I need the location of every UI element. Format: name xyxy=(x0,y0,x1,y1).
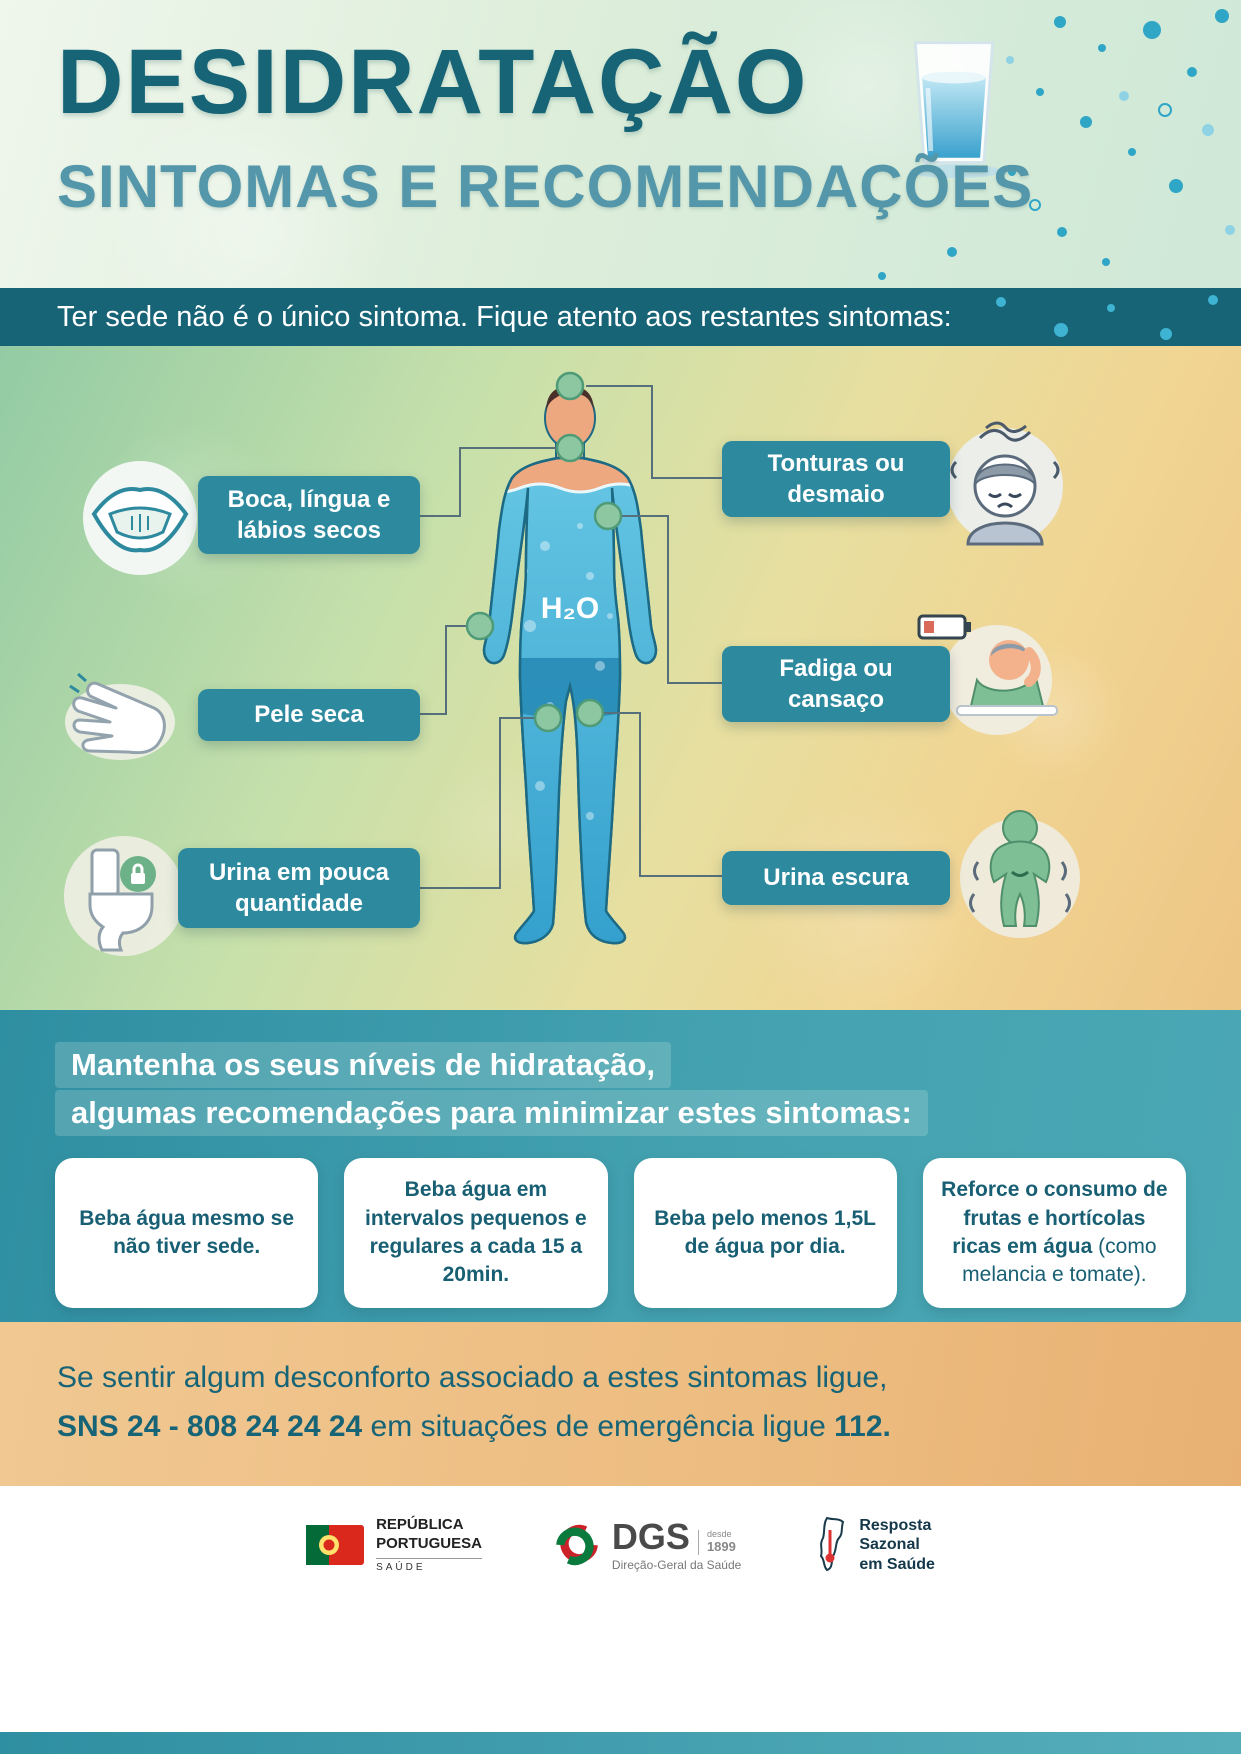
symptom-pill-fatigue: Fadiga ou cansaço xyxy=(722,646,950,722)
header: DESIDRATAÇÃO SINTOMAS E RECOMENDAÇÕES xyxy=(0,0,1241,288)
resposta-line2: Sazonal xyxy=(859,1536,920,1554)
sns24-phone-number: SNS 24 - 808 24 24 24 xyxy=(57,1409,363,1443)
dgs-since-label: desde xyxy=(706,1529,732,1540)
h2o-label: H₂O xyxy=(541,592,599,625)
symptom-pill-dry-skin: Pele seca xyxy=(198,689,420,741)
emergency-section: Se sentir algum desconforto associado a … xyxy=(0,1322,1241,1486)
card-text-normal: (como melancia e tomate). xyxy=(962,1235,1157,1287)
symptom-label: Tonturas ou desmaio xyxy=(767,449,905,508)
footer: REPÚBLICA PORTUGUESA SAÚDE DGS desde xyxy=(0,1486,1241,1732)
symptom-label: Boca, língua e lábios secos xyxy=(227,485,391,544)
symptom-label: Urina escura xyxy=(763,864,909,892)
emergency-line1: Se sentir algum desconforto associado a … xyxy=(57,1354,1184,1403)
recommendation-card: Beba água mesmo se não tiver sede. xyxy=(55,1158,319,1308)
dry-mouth-icon xyxy=(80,458,200,578)
symptom-pill-dry-mouth: Boca, língua e lábios secos xyxy=(198,476,420,554)
banner-drops-decoration xyxy=(996,295,1218,340)
recommendation-card: Reforce o consumo de frutas e hortícolas… xyxy=(922,1158,1186,1308)
card-text: Beba água em intervalos pequenos e regul… xyxy=(365,1178,587,1287)
symptom-pill-low-urine: Urina em pouca quantidade xyxy=(178,848,420,928)
bottom-accent-bar xyxy=(0,1732,1241,1754)
footer-logos: REPÚBLICA PORTUGUESA SAÚDE DGS desde xyxy=(0,1516,1241,1574)
recommendations-heading: Mantenha os seus níveis de hidratação, a… xyxy=(55,1042,1186,1136)
intro-banner-text: Ter sede não é o único sintoma. Fique at… xyxy=(57,301,952,333)
symptom-pill-dark-urine: Urina escura xyxy=(722,851,950,905)
recommendation-card: Beba água em intervalos pequenos e regul… xyxy=(344,1158,608,1308)
emergency-line2: SNS 24 - 808 24 24 24 em situações de em… xyxy=(57,1403,1184,1452)
republica-line2: PORTUGUESA xyxy=(376,1534,482,1552)
card-text: Beba água mesmo se não tiver sede. xyxy=(79,1206,294,1258)
symptom-label: Pele seca xyxy=(254,701,364,729)
resposta-sazonal-logo: Resposta Sazonal em Saúde xyxy=(813,1516,935,1574)
dgs-subtitle: Direção-Geral da Saúde xyxy=(611,1557,742,1572)
toilet-lock-icon xyxy=(62,834,187,959)
fatigue-battery-icon xyxy=(915,608,1065,738)
intro-banner: Ter sede não é o único sintoma. Fique at… xyxy=(0,288,1241,346)
republica-line1: REPÚBLICA xyxy=(376,1516,464,1533)
dry-skin-hand-icon xyxy=(58,664,178,764)
emergency-number-112: 112. xyxy=(834,1409,891,1443)
symptom-label: Urina em pouca quantidade xyxy=(208,858,390,917)
dark-urine-person-icon xyxy=(950,798,1090,948)
portugal-flag-icon xyxy=(306,1525,365,1565)
dizzy-person-icon xyxy=(938,414,1073,549)
dgs-logo-icon xyxy=(556,1524,598,1566)
poster-subtitle: SINTOMAS E RECOMENDAÇÕES xyxy=(57,153,1034,220)
recommendation-card: Beba pelo menos 1,5L de água por dia. xyxy=(633,1158,897,1308)
dgs-logo: DGS desde 1899 Direção-Geral da Saúde xyxy=(554,1515,742,1572)
dgs-acronym: DGS xyxy=(611,1515,690,1557)
emergency-line1-text: Se sentir algum desconforto associado a … xyxy=(57,1361,888,1394)
symptom-pill-dizziness: Tonturas ou desmaio xyxy=(722,441,950,517)
republica-dept: SAÚDE xyxy=(376,1561,426,1573)
republica-portuguesa-logo: REPÚBLICA PORTUGUESA SAÚDE xyxy=(306,1516,482,1574)
recommendations-heading-line1: Mantenha os seus níveis de hidratação, xyxy=(55,1042,672,1088)
emergency-line2-text: em situações de emergência ligue xyxy=(362,1409,835,1443)
symptoms-section: H₂O xyxy=(0,346,1241,1010)
resposta-line1: Resposta xyxy=(859,1517,932,1535)
recommendations-heading-line2: algumas recomendações para minimizar est… xyxy=(55,1090,928,1136)
poster-title: DESIDRATAÇÃO xyxy=(57,31,809,133)
human-body-figure: H₂O xyxy=(450,366,690,986)
card-text: Beba pelo menos 1,5L de água por dia. xyxy=(654,1206,876,1258)
portugal-map-thermometer-icon xyxy=(820,1516,845,1572)
resposta-line3: em Saúde xyxy=(859,1555,935,1573)
dgs-since-year: 1899 xyxy=(706,1539,736,1555)
water-glass-icon xyxy=(895,35,1013,180)
symptom-label: Fadiga ou cansaço xyxy=(779,654,893,713)
recommendations-section: Mantenha os seus níveis de hidratação, a… xyxy=(0,1010,1241,1322)
recommendation-cards: Beba água mesmo se não tiver sede. Beba … xyxy=(55,1158,1186,1308)
card-text-bold: Reforce o consumo de frutas e hortícolas… xyxy=(941,1178,1168,1258)
